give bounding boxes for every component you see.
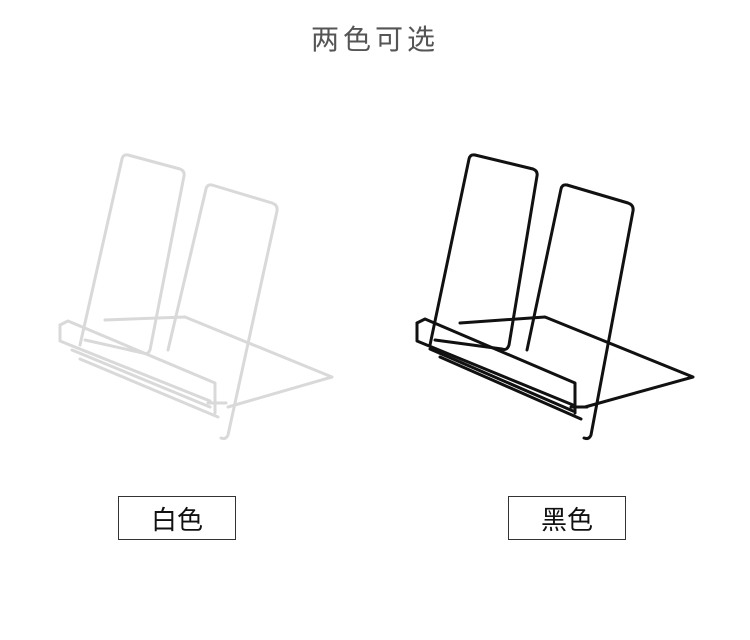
white-stand-icon bbox=[58, 153, 334, 441]
black-wire-stand-image bbox=[405, 145, 705, 445]
black-stand-icon bbox=[415, 153, 695, 441]
page-title: 两色可选 bbox=[310, 23, 439, 56]
white-wire-stand-image bbox=[50, 145, 350, 445]
color-option-white[interactable]: 白色 bbox=[118, 496, 236, 540]
color-option-black[interactable]: 黑色 bbox=[508, 496, 626, 540]
color-option-black-label: 黑色 bbox=[540, 505, 593, 536]
color-option-white-label: 白色 bbox=[150, 505, 203, 536]
